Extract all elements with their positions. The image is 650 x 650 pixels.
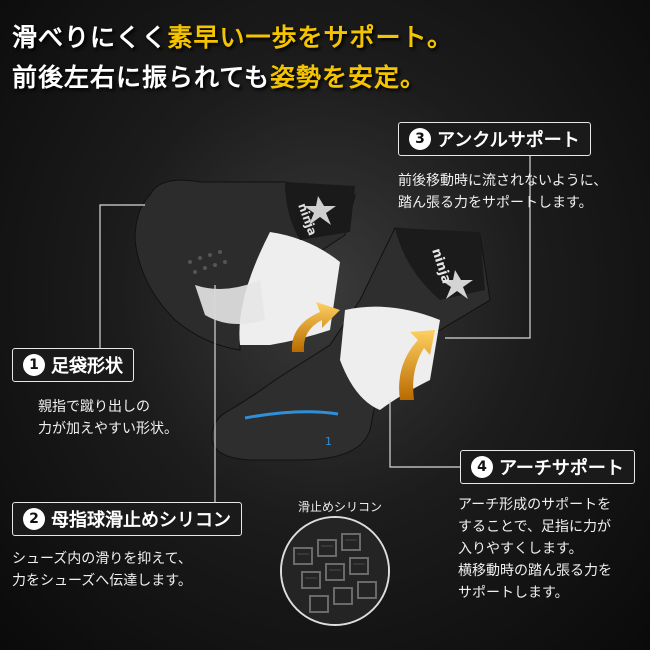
arch-arrow-icon — [399, 330, 435, 400]
feature-number-2: 2 — [23, 508, 45, 530]
feature-label-1: 1 足袋形状 — [12, 348, 134, 382]
feature-label-2: 2 母指球滑止めシリコン — [12, 502, 242, 536]
silicon-closeup-image — [280, 516, 390, 626]
toe-number: 1 — [325, 435, 332, 448]
front-sock: ninja 1 — [211, 227, 491, 461]
feature-number-1: 1 — [23, 354, 45, 376]
feature-title-2: 母指球滑止めシリコン — [51, 510, 231, 531]
front-brand-text: ninja — [428, 247, 453, 286]
feature-desc-1: 親指で蹴り出しの 力が加えやすい形状。 — [38, 399, 178, 437]
silicon-pattern — [282, 518, 388, 624]
ankle-arrow-icon — [291, 302, 340, 352]
feature-title-3: アンクルサポート — [437, 130, 580, 151]
feature-title-4: アーチサポート — [499, 458, 624, 479]
headline-line-1: 滑べりにくく素早い一歩をサポート。 — [12, 23, 454, 52]
back-brand-text: ninja — [295, 201, 320, 237]
feature-desc-2: シューズ内の滑りを抑えて、 力をシューズへ伝達します。 — [12, 551, 192, 589]
feature-number-3: 3 — [409, 128, 431, 150]
silicon-caption: 滑止めシリコン — [298, 500, 383, 514]
feature-number-4: 4 — [471, 456, 493, 478]
headline-line-2: 前後左右に振られても姿勢を安定。 — [12, 63, 427, 92]
feature-title-1: 足袋形状 — [51, 356, 123, 377]
feature-label-3: 3 アンクルサポート — [398, 122, 591, 156]
feature-label-4: 4 アーチサポート — [460, 450, 635, 484]
feature-desc-4: アーチ形成のサポートを することで、足指に力が 入りやすくします。 横移動時の踏… — [458, 497, 612, 601]
back-sock: ninja — [134, 179, 356, 351]
feature-desc-3: 前後移動時に流されないように、 踏ん張る力をサポートします。 — [398, 173, 608, 211]
